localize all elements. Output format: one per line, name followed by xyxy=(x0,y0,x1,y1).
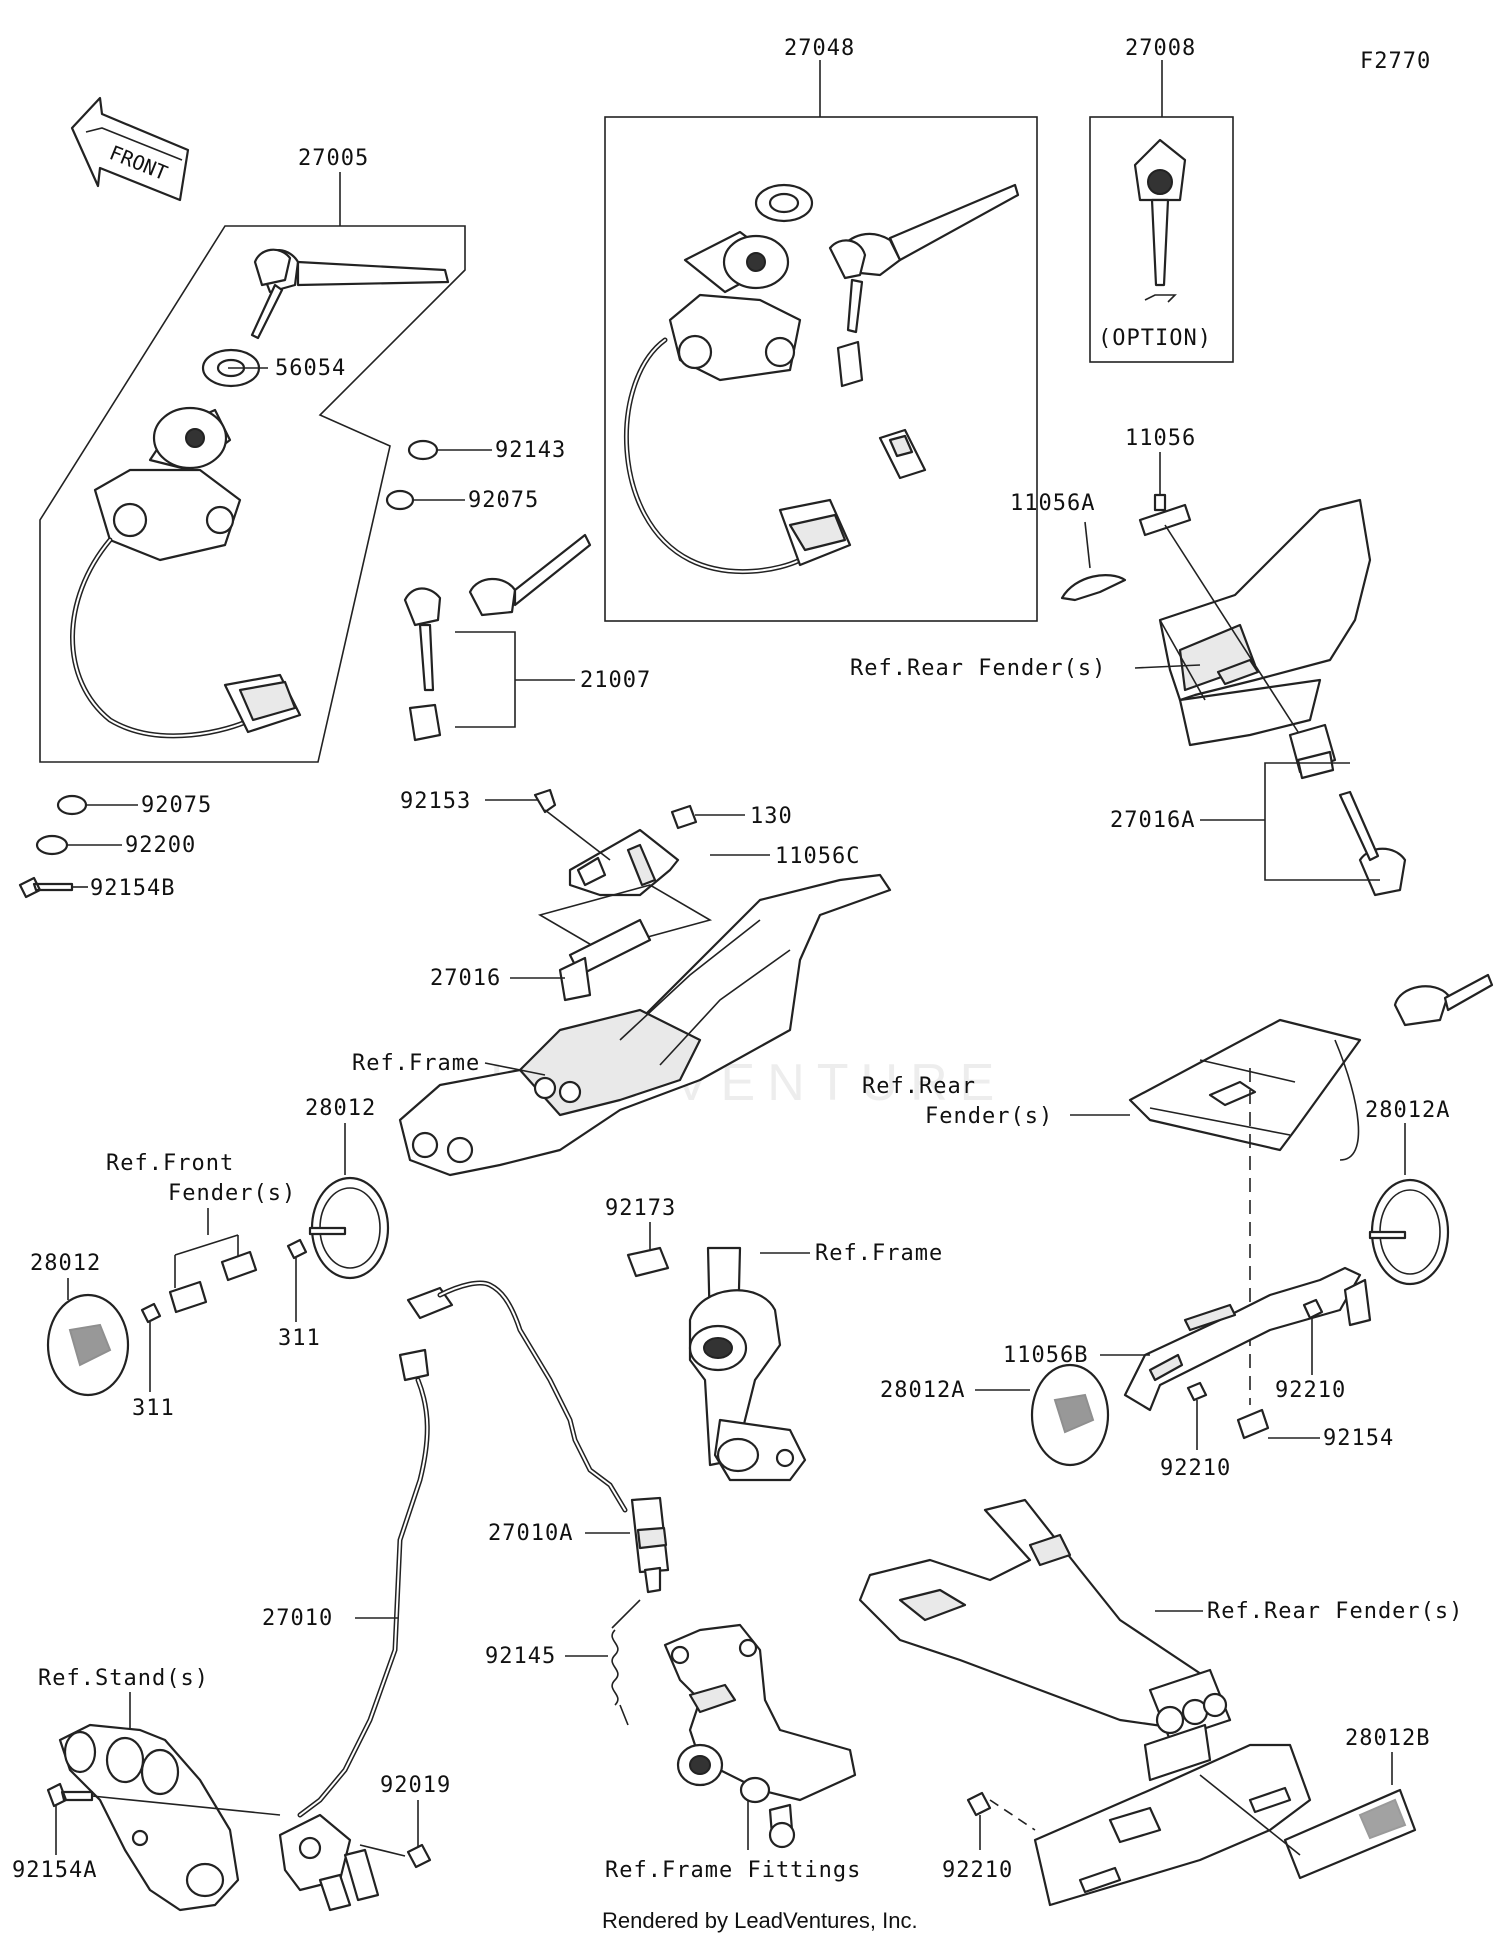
reflector-28012-top-icon xyxy=(308,1176,390,1280)
label-28012B: 28012B xyxy=(1345,1726,1430,1751)
washer-92200-icon xyxy=(35,834,69,856)
key-set-21007-icon xyxy=(403,533,592,742)
label-92143: 92143 xyxy=(495,438,566,463)
label-ref-frame-1: Ref.Frame xyxy=(352,1051,480,1076)
bolt-92154A-icon xyxy=(46,1782,94,1808)
label-130: 130 xyxy=(750,804,793,829)
label-ref-front-fender-2: Fender(s) xyxy=(168,1181,296,1206)
option-box-27008 xyxy=(1089,116,1234,363)
label-92075-a: 92075 xyxy=(468,488,539,513)
label-56054: 56054 xyxy=(275,356,346,381)
label-92075-b: 92075 xyxy=(141,793,212,818)
label-ref-stands: Ref.Stand(s) xyxy=(38,1666,209,1691)
label-ref-front-fender-1: Ref.Front xyxy=(106,1151,234,1176)
label-27010A: 27010A xyxy=(488,1521,573,1546)
lock-27016A-icon xyxy=(1288,723,1494,1027)
label-ref-rear-fender-2b: Fender(s) xyxy=(925,1104,1053,1129)
label-27048: 27048 xyxy=(784,36,855,61)
spring-11056-icon xyxy=(1138,493,1192,537)
label-92145: 92145 xyxy=(485,1644,556,1669)
label-92200: 92200 xyxy=(125,833,196,858)
label-27005: 27005 xyxy=(298,146,369,171)
nut-92210-c-icon xyxy=(966,1791,992,1817)
label-ref-rear-fender-2a: Ref.Rear xyxy=(862,1074,976,1099)
label-311-b: 311 xyxy=(132,1396,175,1421)
label-92154A: 92154A xyxy=(12,1858,97,1883)
label-11056C: 11056C xyxy=(775,844,860,869)
label-92154: 92154 xyxy=(1323,1426,1394,1451)
label-28012-top: 28012 xyxy=(305,1096,376,1121)
label-311-a: 311 xyxy=(278,1326,321,1351)
footer-credit: Rendered by LeadVentures, Inc. xyxy=(602,1908,918,1933)
label-92210-a: 92210 xyxy=(1275,1378,1346,1403)
bracket-11056C-icon xyxy=(568,828,680,897)
front-arrow-icon: FRONT xyxy=(70,96,190,202)
diagram-code: F2770 xyxy=(1360,49,1431,74)
cover-92173-icon xyxy=(626,1246,670,1278)
clip-11056A-icon xyxy=(1060,574,1127,602)
bolt-130-icon xyxy=(670,804,698,830)
label-27010: 27010 xyxy=(262,1606,333,1631)
key-27008-icon xyxy=(1133,138,1187,303)
switch-27010-icon xyxy=(278,1280,670,1912)
frame-fittings-icon xyxy=(663,1623,857,1849)
label-ref-frame-2: Ref.Frame xyxy=(815,1241,943,1266)
label-27016: 27016 xyxy=(430,966,501,991)
frame-icon xyxy=(398,873,892,1177)
reflector-28012A-left-icon xyxy=(1030,1363,1110,1467)
screw-92153-icon xyxy=(533,788,557,814)
rear-fender-icon xyxy=(1158,498,1372,747)
label-92153: 92153 xyxy=(400,789,471,814)
label-27008: 27008 xyxy=(1125,36,1196,61)
label-92019: 92019 xyxy=(380,1773,451,1798)
label-ref-rear-fender-3: Ref.Rear Fender(s) xyxy=(1207,1599,1463,1624)
nut-92210-b-icon xyxy=(1186,1381,1208,1402)
reflector-28012A-top-icon xyxy=(1368,1178,1450,1286)
spring-92145-icon xyxy=(611,1599,641,1726)
nut-92210-a-icon xyxy=(1302,1298,1324,1320)
label-21007: 21007 xyxy=(580,668,651,693)
nut-92019-icon xyxy=(406,1843,432,1869)
label-92173: 92173 xyxy=(605,1196,676,1221)
ignition-switch-assembly-27048 xyxy=(623,183,1020,574)
label-11056A: 11056A xyxy=(1010,491,1095,516)
label-28012-left: 28012 xyxy=(30,1251,101,1276)
rear-fender-panel-icon xyxy=(1128,1018,1362,1161)
label-92210-c: 92210 xyxy=(942,1858,1013,1883)
label-11056B: 11056B xyxy=(1003,1343,1088,1368)
reflector-28012B-icon xyxy=(1283,1788,1417,1880)
reflector-28012-left-icon xyxy=(46,1293,130,1397)
ignition-switch-assembly-27005 xyxy=(70,248,450,739)
washer-92075-icon xyxy=(385,489,415,511)
lock-27016-icon xyxy=(558,918,652,1002)
label-11056: 11056 xyxy=(1125,426,1196,451)
bolt-92154B-icon xyxy=(18,876,74,899)
label-27016A: 27016A xyxy=(1110,808,1195,833)
label-28012A-left: 28012A xyxy=(880,1378,965,1403)
bracket-11056B-icon xyxy=(1123,1266,1372,1412)
label-28012A-top: 28012A xyxy=(1365,1098,1450,1123)
bolt-92154-icon xyxy=(1236,1408,1270,1440)
rear-fender-lower-icon xyxy=(858,1498,1312,1907)
washer-92075-b-icon xyxy=(56,794,88,816)
assembly-outline-27005 xyxy=(39,225,466,763)
washer-92143-icon xyxy=(407,439,439,461)
label-92154B: 92154B xyxy=(90,876,175,901)
label-ref-rear-fender-1: Ref.Rear Fender(s) xyxy=(850,656,1106,681)
bolt-set-311-icon xyxy=(140,1238,308,1324)
frame-bracket-icon xyxy=(688,1246,807,1482)
stand-bracket-icon xyxy=(58,1723,240,1912)
option-note: (OPTION) xyxy=(1098,326,1212,351)
assembly-box-27048 xyxy=(604,116,1038,622)
label-92210-b: 92210 xyxy=(1160,1456,1231,1481)
label-ref-frame-fittings: Ref.Frame Fittings xyxy=(605,1858,861,1883)
